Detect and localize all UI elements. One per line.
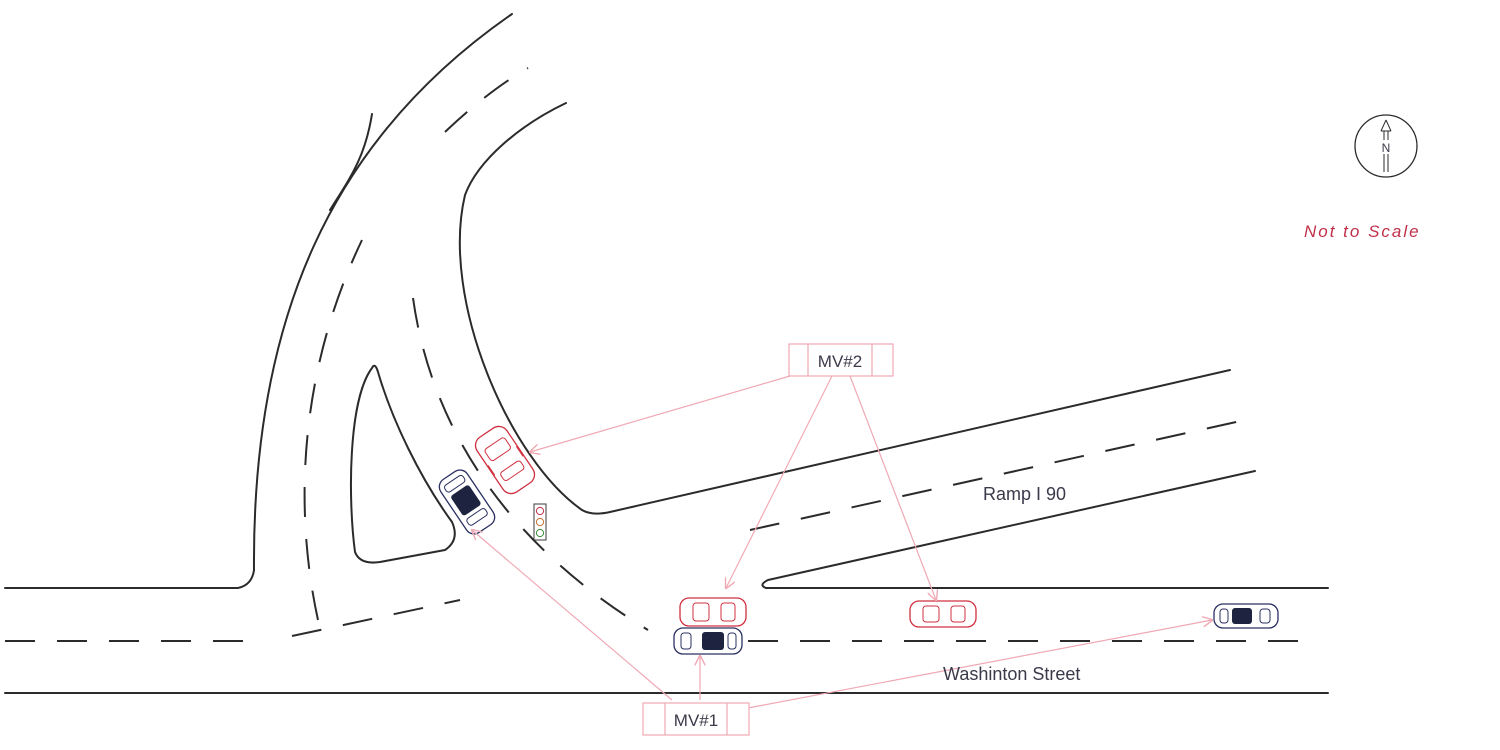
car-icon [909, 600, 977, 628]
ramp-top-lane [444, 67, 529, 133]
mv1-callout: MV#1 [642, 702, 750, 736]
car-icon [679, 597, 747, 627]
traffic-island [349, 364, 456, 564]
ramp-inner-curve [458, 102, 1231, 515]
street-turn-line [291, 599, 461, 637]
mv1-label: MV#1 [674, 711, 718, 730]
not-to-scale-note: Not to Scale [1304, 222, 1421, 241]
street-label: Washinton Street [943, 664, 1080, 684]
ramp-label: Ramp I 90 [983, 484, 1066, 504]
street-north-edge-west [4, 13, 513, 589]
north-label: N [1382, 141, 1391, 155]
road-edges [4, 13, 1329, 694]
car-icon [1213, 603, 1279, 629]
car-icon [673, 627, 743, 655]
car-icon [474, 425, 536, 495]
ramp-i90-center-line [749, 419, 1246, 531]
mv2-label: MV#2 [818, 352, 862, 371]
traffic-signal-icon [533, 503, 547, 541]
ramp-outer-lane [303, 239, 363, 621]
mv1-leaders [472, 530, 1212, 709]
ramp-south-edge [761, 470, 1256, 589]
ramp-curve-left [329, 113, 373, 211]
lane-markings [5, 67, 1310, 642]
mv2-leaders [530, 375, 936, 600]
compass-north-icon: N [1354, 114, 1418, 178]
car-icon [438, 469, 496, 535]
mv2-callout: MV#2 [788, 343, 894, 377]
